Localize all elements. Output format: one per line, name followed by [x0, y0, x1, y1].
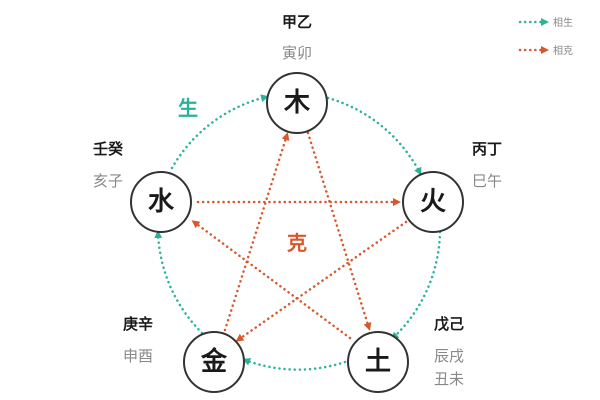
ke-arrow-fire-metal — [235, 220, 408, 342]
element-circle — [347, 331, 409, 393]
element-char: 火 — [420, 187, 446, 217]
element-char: 金 — [200, 346, 228, 377]
element-stems: 甲乙 — [282, 13, 312, 31]
element-branch: 寅卯 — [282, 44, 312, 62]
element-circle — [183, 331, 245, 393]
element-stems: 壬癸 — [93, 140, 124, 158]
element-branch: 辰戌 — [434, 347, 464, 365]
ke-arrow-earth-water — [191, 220, 352, 340]
sheng-arrow-wood-fire — [326, 96, 422, 176]
ke-label: 克 — [287, 231, 307, 255]
sheng-arrow-fire-earth — [390, 230, 442, 341]
element-metal: 金 庚辛 申酉 — [123, 315, 245, 393]
sheng-arrows — [154, 94, 442, 371]
element-char: 水 — [148, 187, 175, 217]
sheng-arrow-water-wood — [170, 94, 269, 170]
legend: 相生 相克 — [518, 16, 573, 57]
element-char: 土 — [365, 347, 391, 377]
sheng-arrow-metal-water — [154, 230, 204, 335]
element-branch: 申酉 — [123, 347, 153, 365]
element-branch: 亥子 — [93, 172, 123, 190]
ke-arrow-wood-earth — [306, 131, 372, 331]
element-earth: 土 戊己 辰戌 丑未 — [347, 315, 464, 393]
element-water: 水 壬癸 亥子 — [93, 140, 192, 233]
sheng-arrow-earth-metal — [242, 358, 347, 371]
element-fire: 火 丙丁 巳午 — [402, 140, 502, 233]
element-stems: 戊己 — [434, 315, 464, 333]
sheng-label: 生 — [178, 96, 198, 120]
legend-sheng-label: 相生 — [553, 16, 573, 29]
element-stems: 庚辛 — [123, 315, 153, 333]
legend-ke-label: 相克 — [553, 44, 573, 57]
element-char: 木 — [283, 88, 310, 118]
element-wood: 木 甲乙 寅卯 — [266, 13, 328, 134]
ke-arrow-metal-wood — [223, 132, 290, 332]
ke-arrows — [191, 131, 408, 342]
element-circle — [266, 72, 328, 134]
element-branch: 丑未 — [434, 370, 464, 388]
element-branch: 巳午 — [472, 172, 502, 190]
element-circle — [402, 171, 464, 233]
element-stems: 丙丁 — [472, 140, 502, 158]
element-circle — [130, 171, 192, 233]
